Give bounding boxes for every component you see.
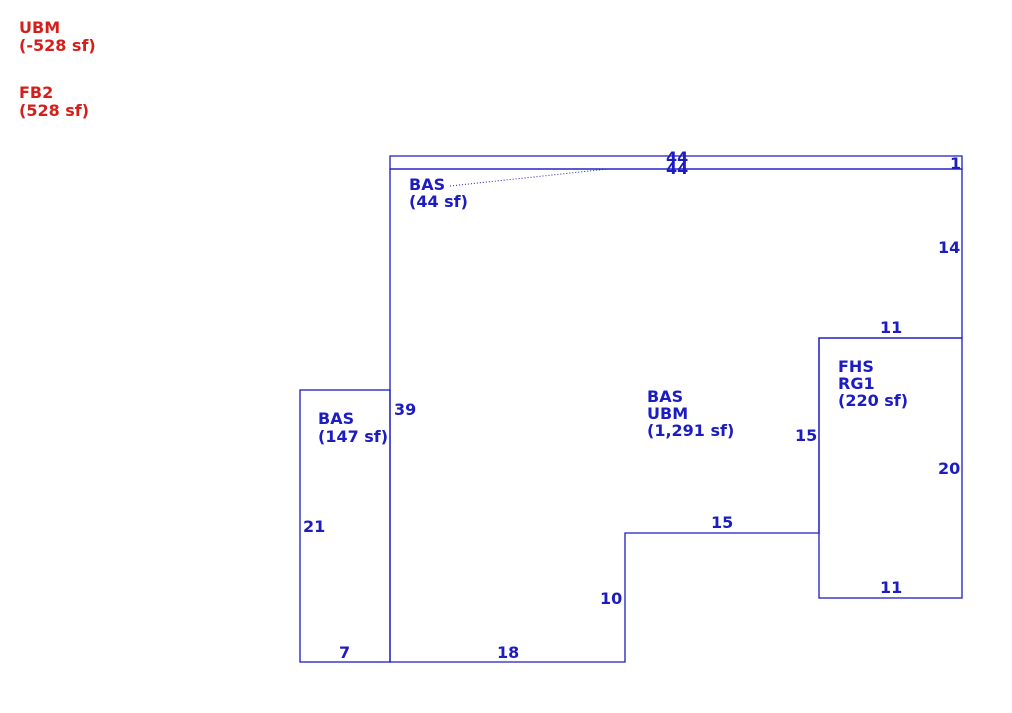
area-label-rg1: RG1 (838, 374, 875, 393)
dim-garage-right: 20 (938, 459, 960, 478)
dim-step-top: 15 (711, 513, 733, 532)
area-label-fhs: FHS (838, 357, 874, 376)
dim-top-strip-depth: 1 (950, 154, 961, 173)
area-label-bas-left: BAS (318, 409, 354, 428)
dim-right-upper: 14 (938, 238, 960, 257)
legend-fb2-area: (528 sf) (19, 101, 89, 120)
dim-top-strip-b: 44 (666, 159, 688, 178)
legend-ubm-code: UBM (19, 18, 60, 37)
dim-top-strip-a: 44 (666, 148, 688, 167)
dim-main-bottom: 18 (497, 643, 519, 662)
area-label-bas-main: BAS (647, 387, 683, 406)
garage-outline (818, 337, 963, 599)
dim-garage-top: 11 (880, 318, 902, 337)
area-label-bas-top: BAS (409, 175, 445, 194)
area-label-fhs-sf: (220 sf) (838, 391, 908, 410)
dim-garage-left: 15 (795, 426, 817, 445)
dim-left-wing-side: 21 (303, 517, 325, 536)
dim-garage-bottom: 11 (880, 578, 902, 597)
area-label-bas-main-ubm: UBM (647, 404, 688, 423)
dim-step-side: 10 (600, 589, 622, 608)
top-label-leader (449, 168, 609, 187)
area-label-bas-left-sf: (147 sf) (318, 427, 388, 446)
dim-left-wing-bottom: 7 (339, 643, 350, 662)
legend-fb2-code: FB2 (19, 83, 53, 102)
legend-ubm-area: (-528 sf) (19, 36, 96, 55)
area-label-bas-top-sf: (44 sf) (409, 192, 468, 211)
left-wing-outline (299, 389, 391, 663)
area-label-bas-main-sf: (1,291 sf) (647, 421, 734, 440)
dim-main-left: 39 (394, 400, 416, 419)
